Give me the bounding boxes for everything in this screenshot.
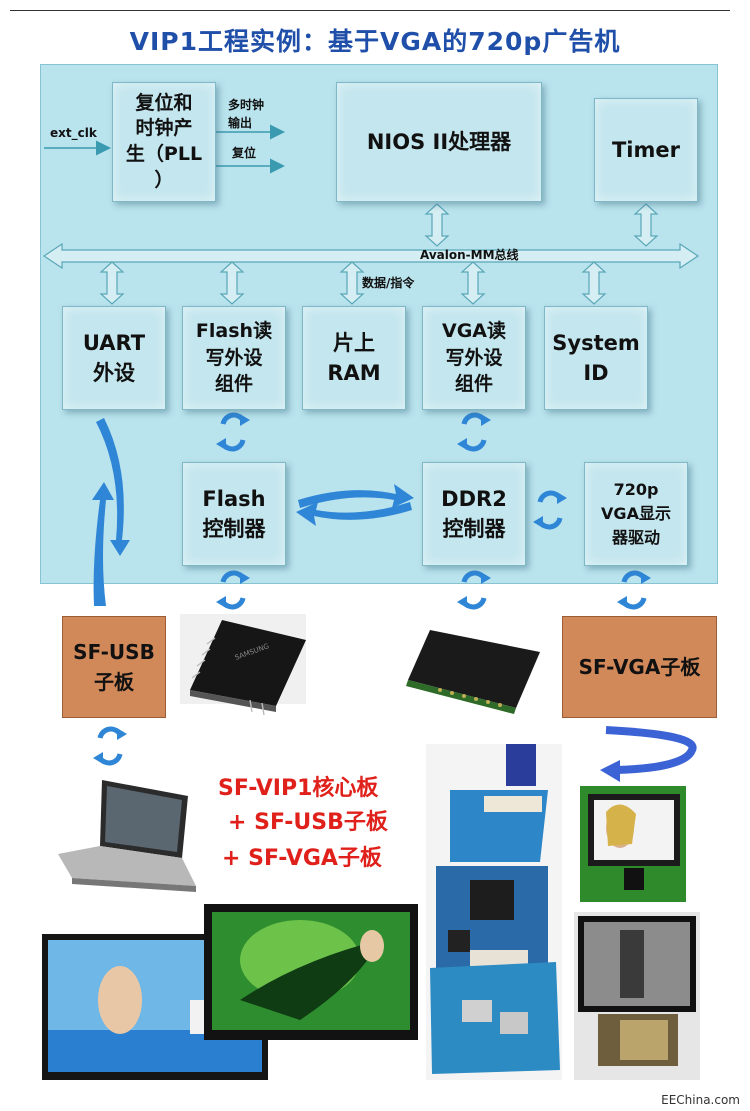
core-board-image xyxy=(426,744,562,1080)
uart-peripheral-block: UART 外设 xyxy=(62,306,166,410)
ext-clk-label: ext_clk xyxy=(50,126,97,140)
multi-clock-output-label: 多时钟 输出 xyxy=(228,98,265,130)
system-id-block: System ID xyxy=(544,306,648,410)
source-credit: EEChina.com xyxy=(661,1093,740,1107)
flash-rw-component-block: Flash读 写外设 组件 xyxy=(182,306,286,410)
uart-bus-arrow xyxy=(99,261,125,305)
ddr2-controller-block: DDR2 控制器 xyxy=(422,462,526,566)
top-rule xyxy=(10,10,730,11)
nios-ii-processor-block: NIOS II处理器 xyxy=(336,82,542,202)
laptop-image xyxy=(58,780,196,892)
onchip-ram-block: 片上 RAM xyxy=(302,306,406,410)
sysid-bus-arrow xyxy=(581,261,607,305)
flash-rw-bus-arrow xyxy=(219,261,245,305)
sf-usb-board: SF-USB 子板 xyxy=(62,616,166,718)
combo-line-core: SF-VIP1核心板 xyxy=(218,776,379,801)
vga-rw-bus-arrow xyxy=(460,261,486,305)
ddr2-chip-image xyxy=(400,614,550,714)
vga-rw-component-block: VGA读 写外设 组件 xyxy=(422,306,526,410)
nios-bus-arrow xyxy=(424,203,450,247)
data-command-label: 数据/指令 xyxy=(362,276,415,290)
vga-monitor-image xyxy=(580,786,686,902)
avalon-bus-label: Avalon-MM总线 xyxy=(420,248,519,262)
reset-clock-pll-block: 复位和 时钟产 生（PLL ） xyxy=(112,82,216,202)
vga-720p-driver-block: 720p VGA显示 器驱动 xyxy=(584,462,688,566)
tv-display-image xyxy=(574,912,700,1080)
avalon-bus-arrow xyxy=(42,242,700,270)
ram-bus-arrow xyxy=(339,261,365,305)
sf-vga-board: SF-VGA子板 xyxy=(562,616,717,718)
flash-controller-block: Flash 控制器 xyxy=(182,462,286,566)
uart-usb-arrows xyxy=(92,418,130,606)
combo-line-usb: + SF-USB子板 xyxy=(228,810,388,835)
timer-bus-arrow xyxy=(633,203,659,247)
ad-monitor-right-image xyxy=(204,904,418,1040)
reset-output-label: 复位 xyxy=(232,146,257,160)
page-title: VIP1工程实例：基于VGA的720p广告机 xyxy=(129,27,621,56)
flash-chip-image: SAMSUNG xyxy=(180,614,306,716)
timer-block: Timer xyxy=(594,98,698,202)
combo-line-vga: + SF-VGA子板 xyxy=(222,846,382,871)
flash-ddr2-arrows xyxy=(296,484,414,526)
vga-display-loop-arrow xyxy=(600,726,697,782)
